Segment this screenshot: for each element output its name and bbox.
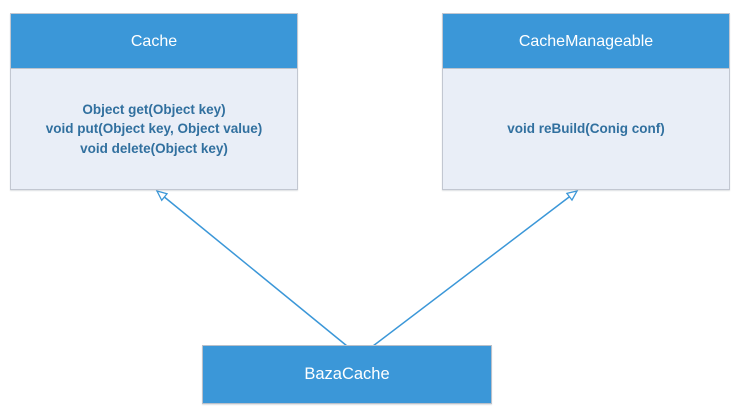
- generalization-edge-to-cache: [155, 189, 348, 347]
- class-methods-cache: Object get(Object key) void put(Object k…: [11, 69, 297, 189]
- class-title-cache: Cache: [11, 14, 297, 69]
- class-title-bazacache: BazaCache: [304, 365, 390, 383]
- class-box-cachemanageable: CacheManageable void reBuild(Conig conf): [442, 13, 730, 190]
- method-rebuild: void reBuild(Conig conf): [507, 121, 665, 137]
- class-box-bazacache: BazaCache: [202, 345, 492, 404]
- method-delete: void delete(Object key): [80, 140, 228, 156]
- generalization-edge-to-cachemanageable: [372, 190, 579, 347]
- method-get: Object get(Object key): [82, 101, 226, 117]
- class-box-cache: Cache Object get(Object key) void put(Ob…: [10, 13, 298, 190]
- method-put: void put(Object key, Object value): [45, 121, 263, 137]
- class-methods-cachemanageable: void reBuild(Conig conf): [443, 69, 729, 189]
- class-title-cachemanageable: CacheManageable: [443, 14, 729, 69]
